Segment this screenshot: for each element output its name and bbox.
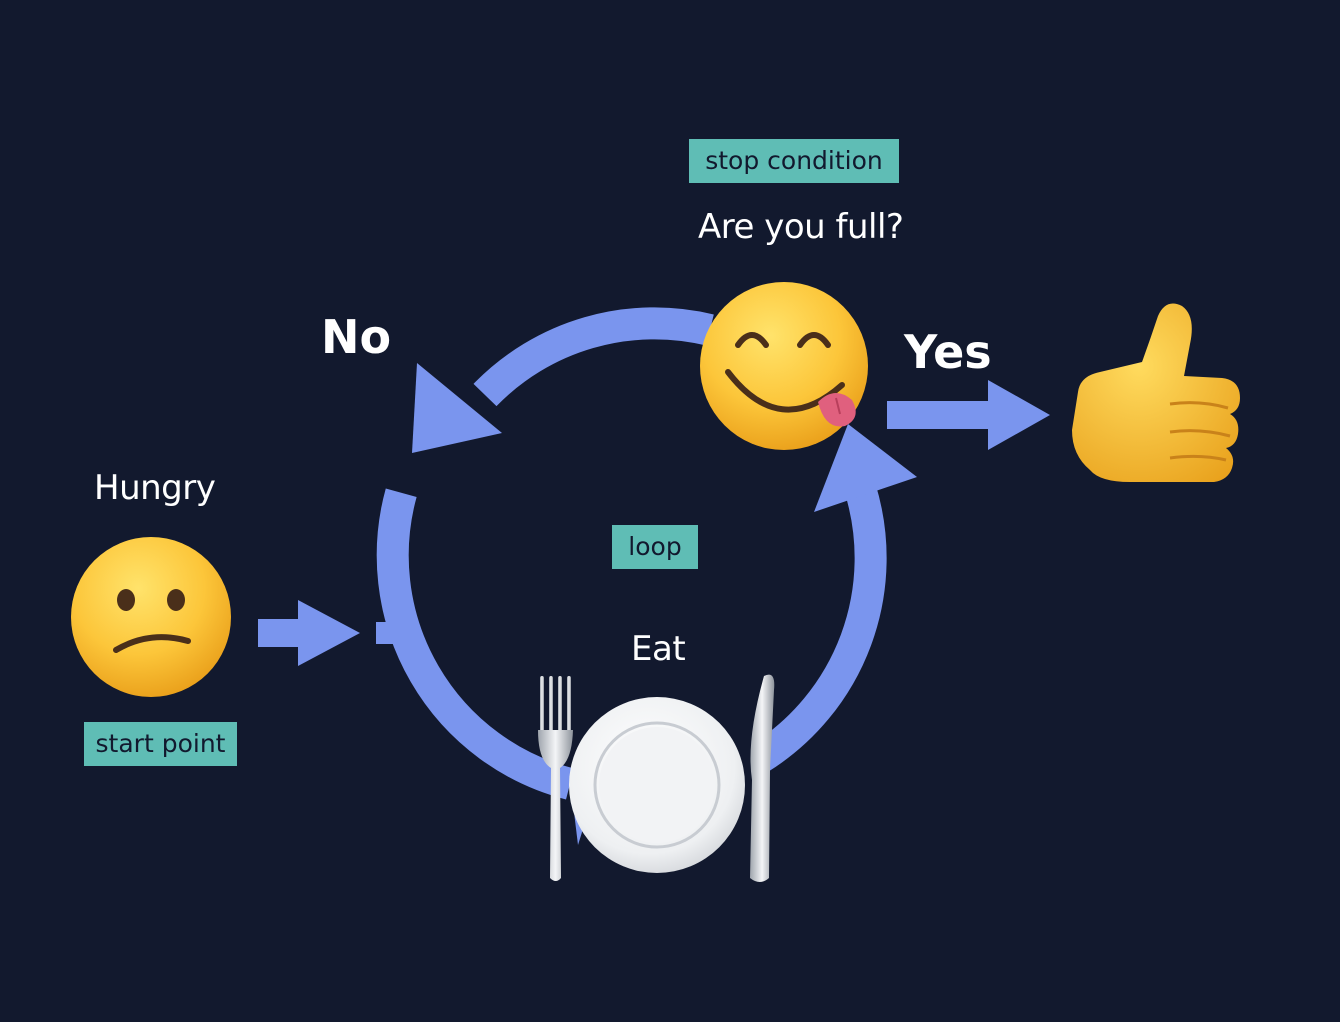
yes-label: Yes <box>904 325 992 379</box>
hungry-label: Hungry <box>94 468 216 508</box>
start-arrow <box>258 600 360 666</box>
question-label: Are you full? <box>698 207 904 247</box>
thumbs-up-icon <box>1072 303 1240 482</box>
loop-tag: loop <box>612 525 698 569</box>
loop-arc-top <box>473 307 714 407</box>
start-point-tag: start point <box>84 722 237 766</box>
eat-label: Eat <box>631 629 686 669</box>
face-savoring-food-icon <box>700 282 868 450</box>
fork-knife-plate-icon <box>538 674 775 882</box>
loop-arc-right <box>751 483 887 772</box>
stop-condition-tag: stop condition <box>689 139 899 183</box>
confused-face-icon <box>71 537 231 697</box>
loop-arrowhead-up <box>814 424 917 512</box>
no-label: No <box>321 310 392 364</box>
yes-arrow <box>887 380 1050 450</box>
loop-arrowhead-no <box>412 363 502 453</box>
loop-arc-lower-left <box>376 488 575 800</box>
loop-entry-tick <box>376 622 406 644</box>
